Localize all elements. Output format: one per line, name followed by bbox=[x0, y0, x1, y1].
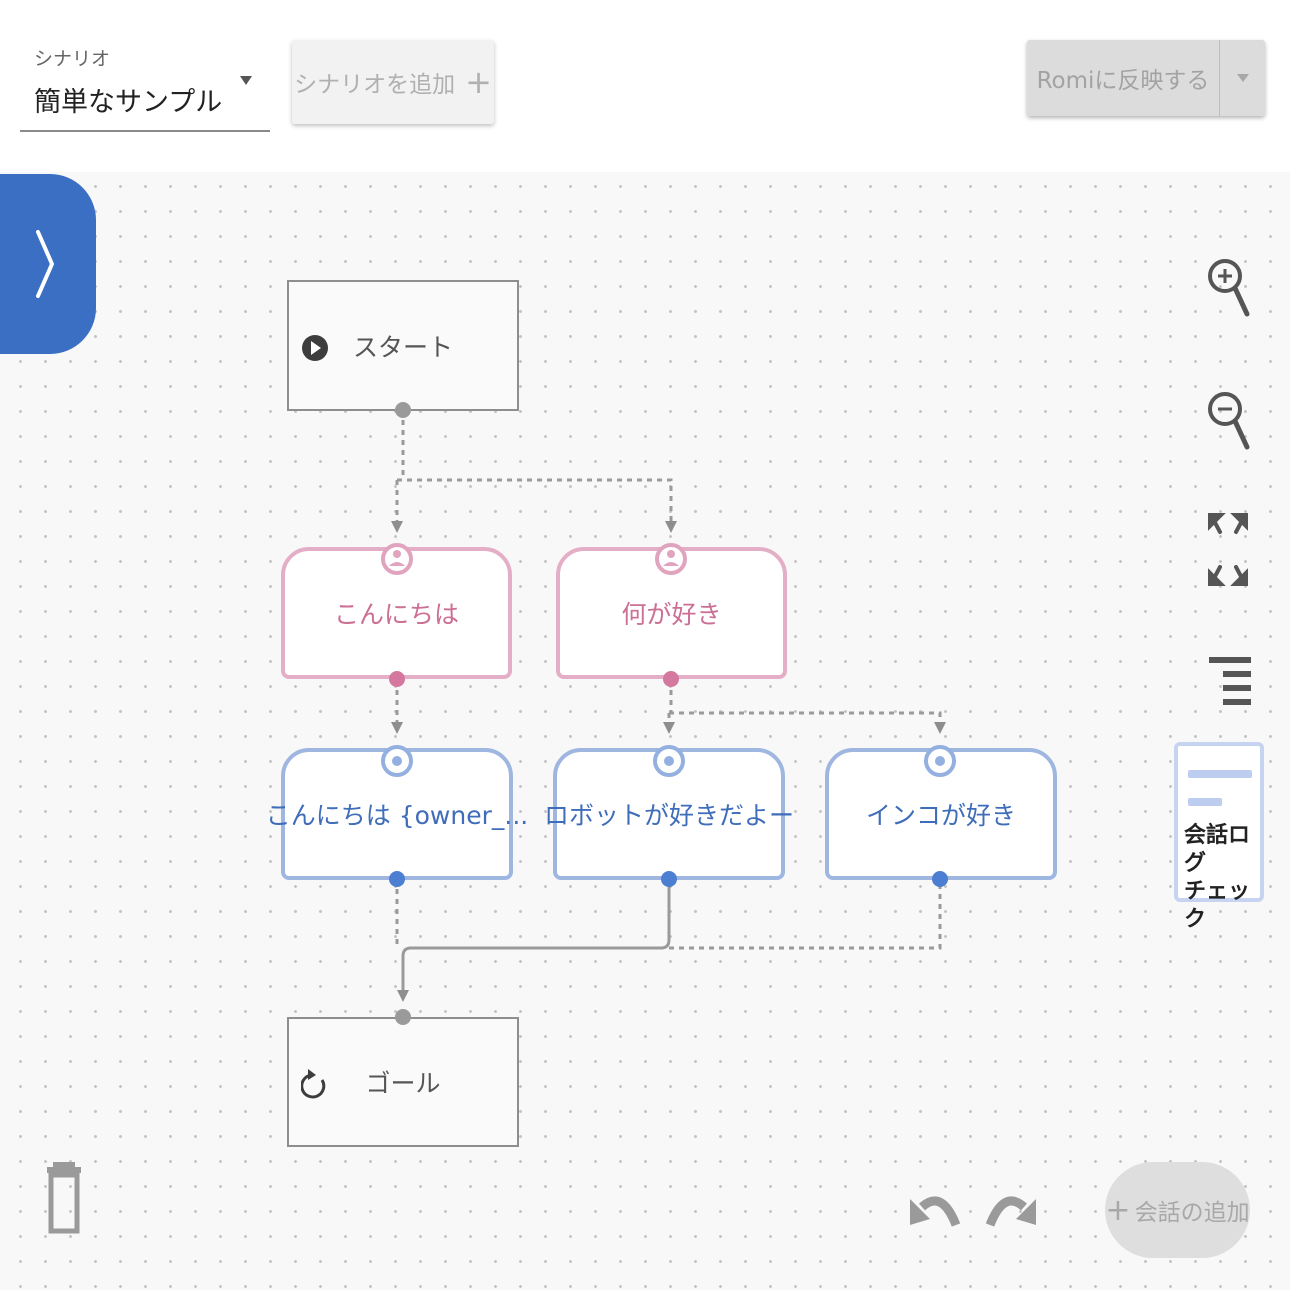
trash-icon[interactable] bbox=[44, 1160, 84, 1234]
align-menu-icon[interactable] bbox=[1205, 654, 1255, 710]
scenario-value: 簡単なサンプル bbox=[34, 87, 223, 118]
node-label: ゴール bbox=[365, 1069, 441, 1098]
add-talk-button[interactable]: + 会話の追加 bbox=[1105, 1162, 1250, 1258]
redo-icon[interactable] bbox=[980, 1185, 1040, 1233]
reflect-dropdown-button[interactable] bbox=[1220, 40, 1265, 116]
goal-node[interactable]: ゴール bbox=[287, 1017, 519, 1147]
user-talk-node-hello[interactable]: こんにちは bbox=[281, 547, 512, 679]
node-label: 何が好き bbox=[621, 600, 722, 629]
add-scenario-button[interactable]: シナリオを追加 + bbox=[292, 40, 494, 124]
node-label: こんにちは {owner_... bbox=[265, 801, 529, 830]
sidebar-toggle-button[interactable] bbox=[0, 174, 96, 354]
plus-icon: + bbox=[1105, 1192, 1131, 1228]
robot-talk-node-robot[interactable]: ロボットが好きだよー bbox=[544, 748, 794, 880]
scenario-select[interactable]: シナリオ 簡単なサンプル bbox=[20, 38, 270, 132]
reflect-label: Romiに反映する bbox=[1036, 68, 1210, 94]
log-line-icon bbox=[1188, 770, 1252, 778]
top-bar: シナリオ 簡単なサンプル シナリオを追加 + Romiに反映する bbox=[0, 0, 1290, 172]
zoom-in-icon[interactable] bbox=[1205, 252, 1255, 322]
log-check-label: 会話ログ チェック bbox=[1184, 823, 1251, 932]
node-label: インコが好き bbox=[865, 801, 1016, 830]
node-label: ロボットが好きだよー bbox=[544, 801, 795, 830]
undo-icon[interactable] bbox=[906, 1185, 966, 1233]
play-icon bbox=[302, 335, 328, 361]
user-talk-node-likes[interactable]: 何が好き bbox=[556, 547, 787, 679]
scenario-label: シナリオ bbox=[34, 48, 111, 70]
restart-icon bbox=[301, 1069, 326, 1099]
plus-icon: + bbox=[465, 63, 492, 101]
caret-down-icon bbox=[1236, 74, 1249, 82]
conversation-log-check-button[interactable]: 会話ログ チェック bbox=[1174, 742, 1264, 932]
node-label: こんにちは bbox=[333, 600, 459, 629]
zoom-out-icon[interactable] bbox=[1205, 385, 1255, 455]
flow-canvas[interactable] bbox=[0, 172, 1290, 1290]
reflect-to-romi-button[interactable]: Romiに反映する bbox=[1027, 40, 1220, 116]
add-talk-label: 会話の追加 bbox=[1134, 1200, 1250, 1226]
start-node[interactable]: スタート bbox=[287, 280, 519, 411]
robot-talk-node-hello[interactable]: こんにちは {owner_... bbox=[266, 748, 528, 880]
reflect-button-group: Romiに反映する bbox=[1027, 40, 1265, 116]
caret-down-icon bbox=[240, 76, 252, 85]
robot-talk-node-parakeet[interactable]: インコが好き bbox=[825, 748, 1057, 880]
node-label: スタート bbox=[352, 332, 453, 362]
fit-screen-icon[interactable] bbox=[1205, 510, 1255, 590]
chevron-right-icon bbox=[36, 230, 54, 298]
add-scenario-label: シナリオを追加 bbox=[294, 72, 456, 98]
log-line-icon bbox=[1188, 798, 1222, 806]
